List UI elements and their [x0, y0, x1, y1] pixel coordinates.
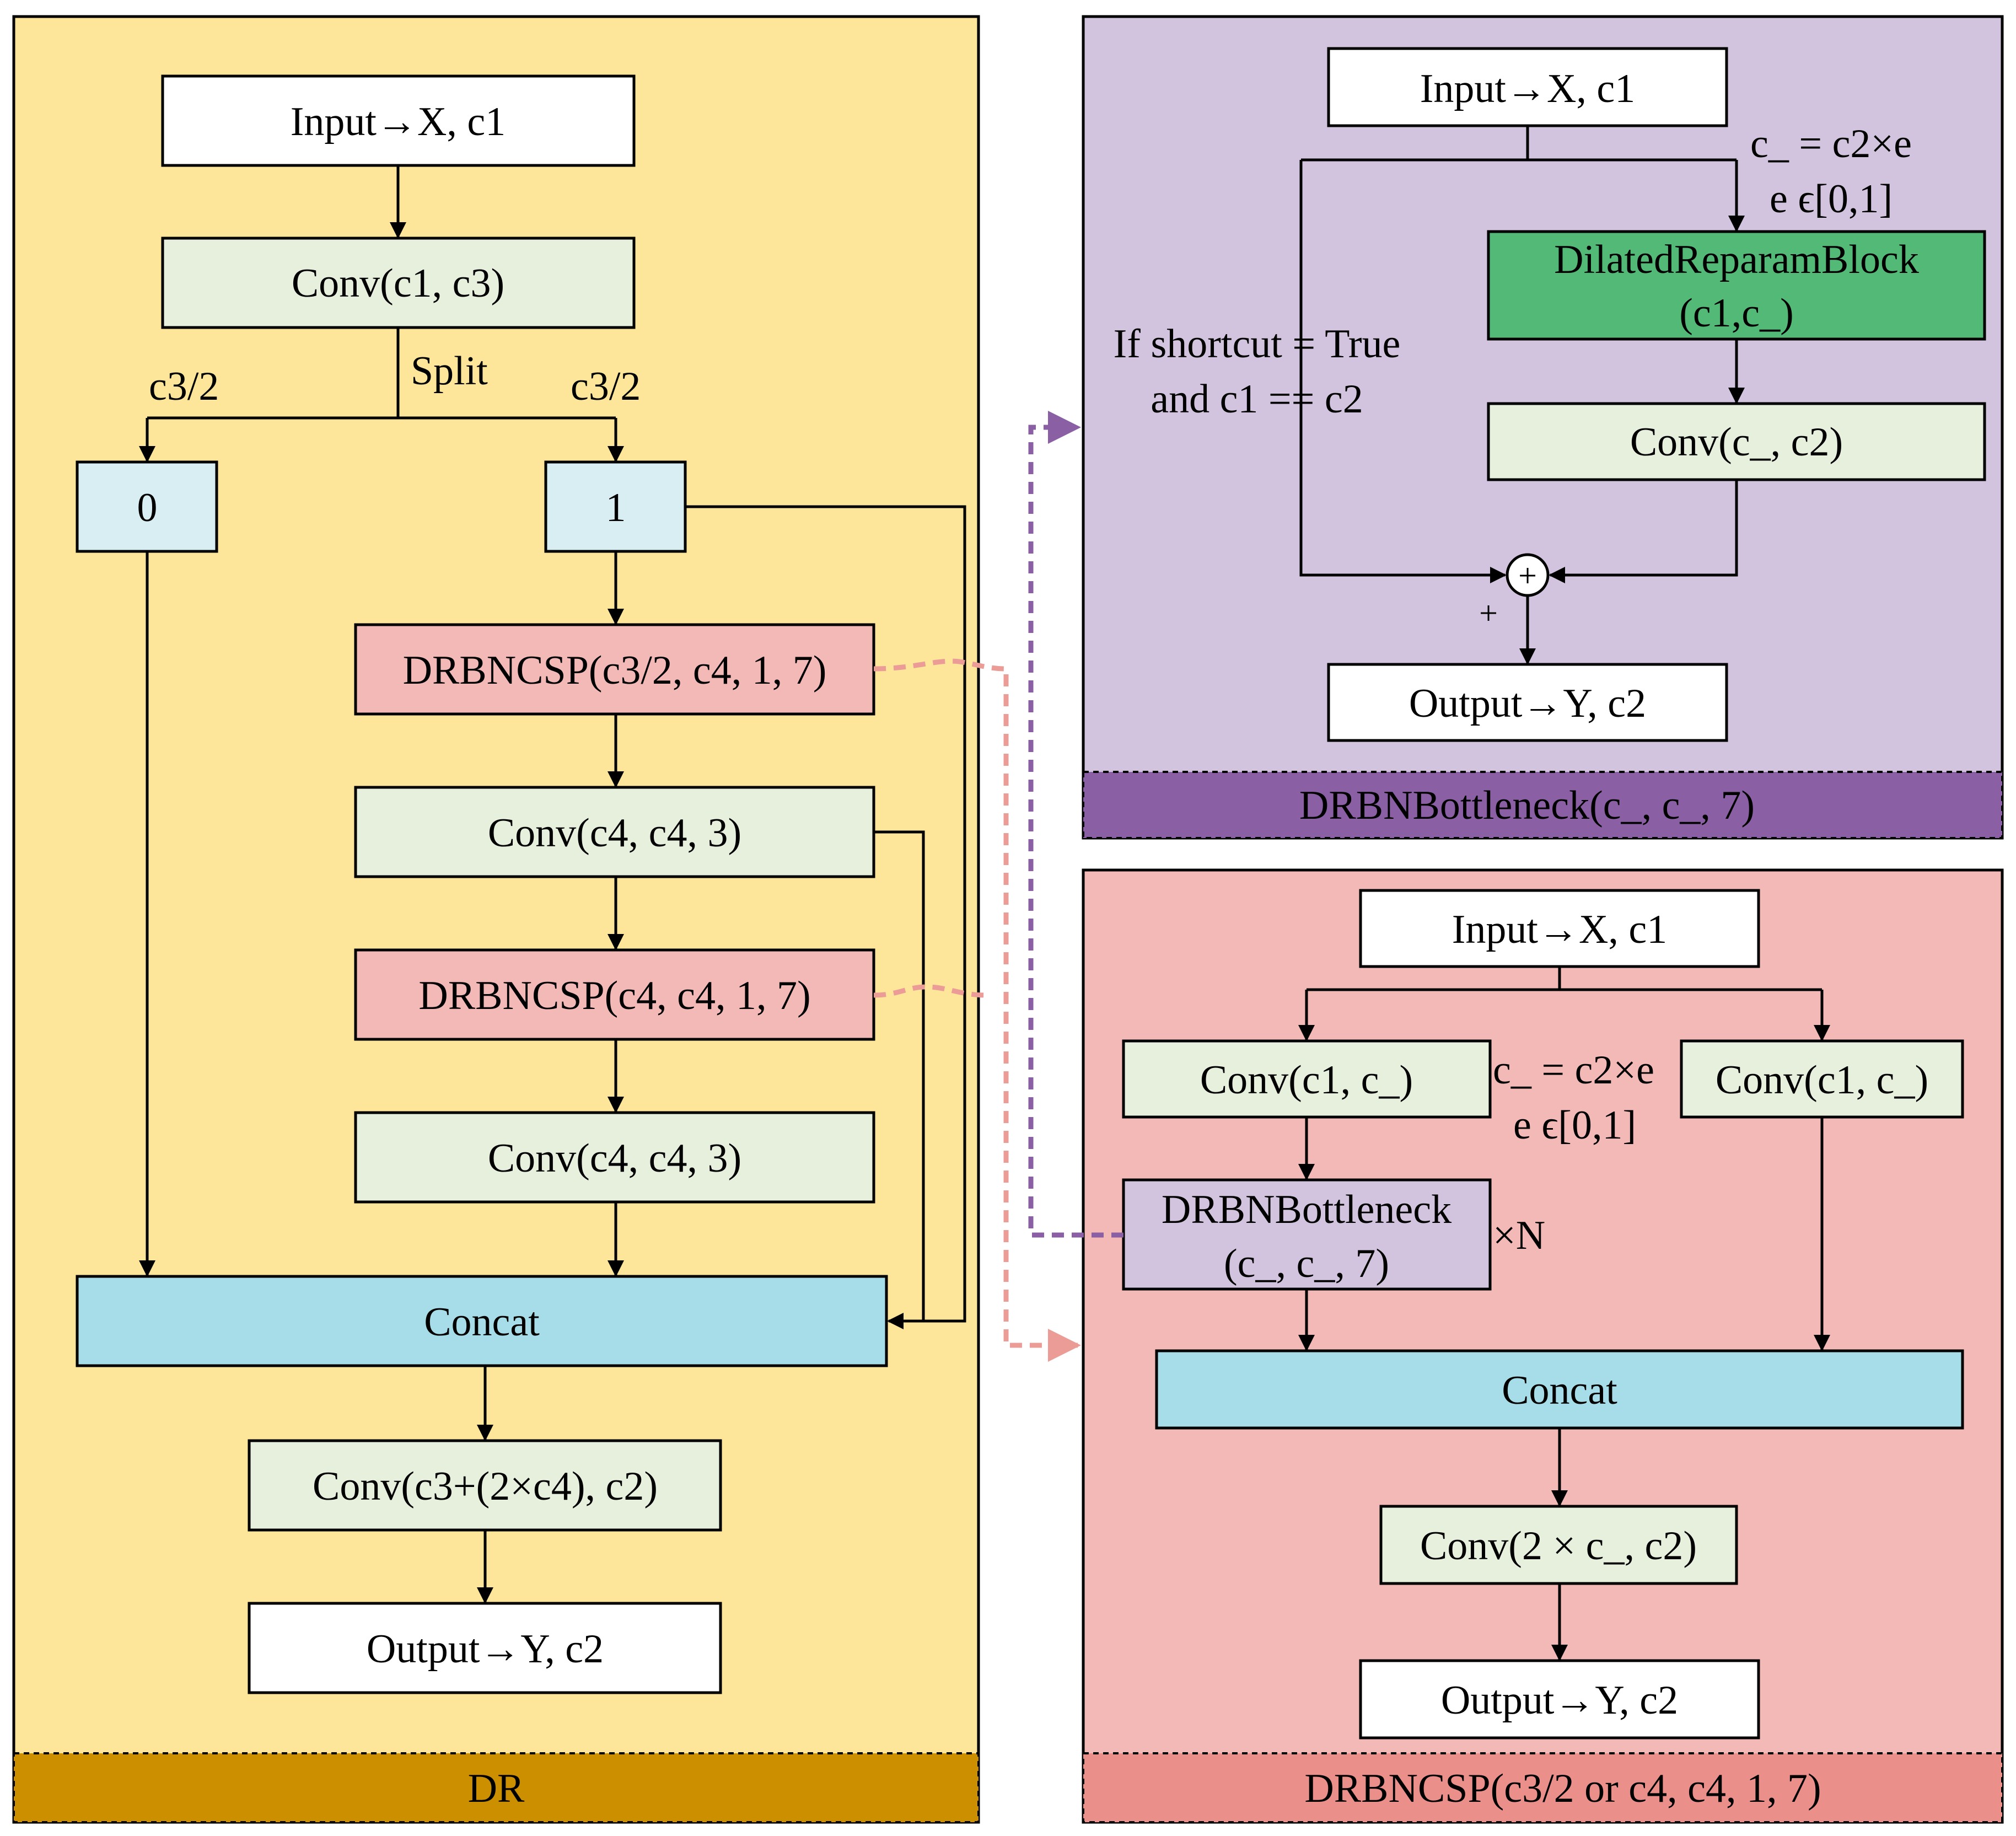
dr-panel: DR Input→X, c1 Conv(c1, c3) Split c3/2 c… — [12, 15, 980, 1824]
bottleneck-edge-conv-add — [1549, 480, 1738, 583]
dr-conv-out-label: Conv(c3+(2×c4), c2) — [313, 1464, 658, 1509]
bottleneck-note-line2: e ϵ[0,1] — [1770, 176, 1893, 222]
bottleneck-dilated-label-line1: DilatedReparamBlock — [1554, 237, 1919, 282]
dr-edge-branch1-bypass — [685, 505, 966, 1329]
csp-repeat-label: ×N — [1493, 1213, 1545, 1258]
dr-output-label: Output→Y, c2 — [367, 1626, 604, 1672]
csp-footer-band — [1082, 1752, 2003, 1823]
csp-concat-label: Concat — [1502, 1368, 1617, 1413]
link-bottleneck-to-panel — [1028, 411, 1123, 1238]
csp-note-line2: e ϵ[0,1] — [1513, 1103, 1636, 1148]
dr-conv2-label: Conv(c4, c4, 3) — [488, 810, 741, 856]
dr-footer-band — [13, 1752, 980, 1823]
cross-panel-links — [873, 411, 1123, 1362]
dr-input-box — [161, 74, 636, 167]
csp-conv-out-label: Conv(2 × c_, c2) — [1420, 1523, 1697, 1569]
bottleneck-conv-box — [1487, 402, 1986, 481]
csp-edge-input-split — [1307, 967, 1822, 991]
csp-conv-right-label: Conv(c1, c_) — [1716, 1057, 1928, 1103]
bottleneck-shortcut-line2: and c1 == c2 — [1151, 377, 1363, 422]
bottleneck-footer-label: DRBNBottleneck(c_, c_, 7) — [1299, 783, 1755, 828]
csp-input-label: Input→X, c1 — [1452, 907, 1668, 952]
dr-drbncsp2-label: DRBNCSP(c4, c4, 1, 7) — [418, 973, 810, 1018]
csp-conv-left-box — [1122, 1039, 1492, 1119]
csp-conv-right-box — [1680, 1039, 1964, 1119]
dr-branch0-label: 0 — [137, 485, 158, 530]
dr-input-label: Input→X, c1 — [291, 99, 506, 144]
bottleneck-output-label: Output→Y, c2 — [1409, 681, 1646, 726]
link-drbncsp1-to-panel — [873, 658, 1081, 1362]
csp-concat-box — [1155, 1349, 1964, 1430]
bottleneck-add-symbol: + — [1518, 557, 1537, 594]
csp-bottleneck-label-line2: (c_, c_, 7) — [1224, 1241, 1389, 1286]
bottleneck-note-line1: c_ = c2×e — [1750, 121, 1912, 167]
csp-bottleneck-box — [1122, 1178, 1492, 1291]
dr-split-right-label: c3/2 — [571, 364, 641, 409]
csp-bottleneck-label-line1: DRBNBottleneck — [1162, 1187, 1451, 1232]
csp-footer-label: DRBNCSP(c3/2 or c4, c4, 1, 7) — [1304, 1766, 1821, 1811]
dr-drbncsp1-label: DRBNCSP(c3/2, c4, 1, 7) — [403, 648, 827, 693]
dr-edge-conv2-bypass — [874, 830, 925, 1321]
csp-conv-out-box — [1379, 1505, 1738, 1585]
csp-panel: DRBNCSP(c3/2 or c4, c4, 1, 7) Input→X, c… — [1082, 868, 2004, 1824]
bottleneck-edge-shortcut — [1299, 160, 1507, 583]
dr-split-label: Split — [411, 348, 488, 394]
dr-split-left-label: c3/2 — [149, 364, 219, 409]
bottleneck-dilated-box — [1487, 230, 1986, 341]
csp-output-label: Output→Y, c2 — [1441, 1678, 1678, 1723]
dr-concat-box — [76, 1275, 888, 1367]
dr-output-box — [248, 1602, 722, 1694]
bottleneck-panel: DRBNBottleneck(c_, c_, 7) Input→X, c1 c_… — [1082, 15, 2004, 840]
bottleneck-footer-band — [1082, 771, 2003, 839]
csp-note-line1: c_ = c2×e — [1493, 1048, 1654, 1093]
bottleneck-conv-label: Conv(c_, c2) — [1630, 420, 1843, 465]
dr-concat-label: Concat — [424, 1300, 540, 1345]
bottleneck-shortcut-line1: If shortcut = True — [1114, 321, 1401, 367]
bottleneck-output-box — [1327, 663, 1728, 742]
bottleneck-input-box — [1327, 47, 1728, 127]
bottleneck-edge-input-split — [1301, 126, 1737, 162]
bottleneck-plus-label: + — [1479, 595, 1498, 631]
dr-footer-label: DR — [468, 1766, 525, 1811]
dr-edge-split — [147, 328, 616, 420]
csp-conv-left-label: Conv(c1, c_) — [1200, 1057, 1413, 1103]
bottleneck-dilated-label-line2: (c1,c_) — [1679, 291, 1793, 336]
csp-output-box — [1359, 1659, 1760, 1740]
bottleneck-input-label: Input→X, c1 — [1420, 66, 1636, 111]
dr-conv3-box — [354, 1111, 875, 1204]
dr-conv1-label: Conv(c1, c3) — [292, 261, 504, 306]
dr-conv3-label: Conv(c4, c4, 3) — [488, 1136, 741, 1181]
dr-branch1-label: 1 — [606, 485, 626, 530]
dr-conv1-box — [161, 237, 636, 329]
csp-input-box — [1359, 889, 1760, 968]
dr-drbncsp2-box — [354, 948, 875, 1041]
